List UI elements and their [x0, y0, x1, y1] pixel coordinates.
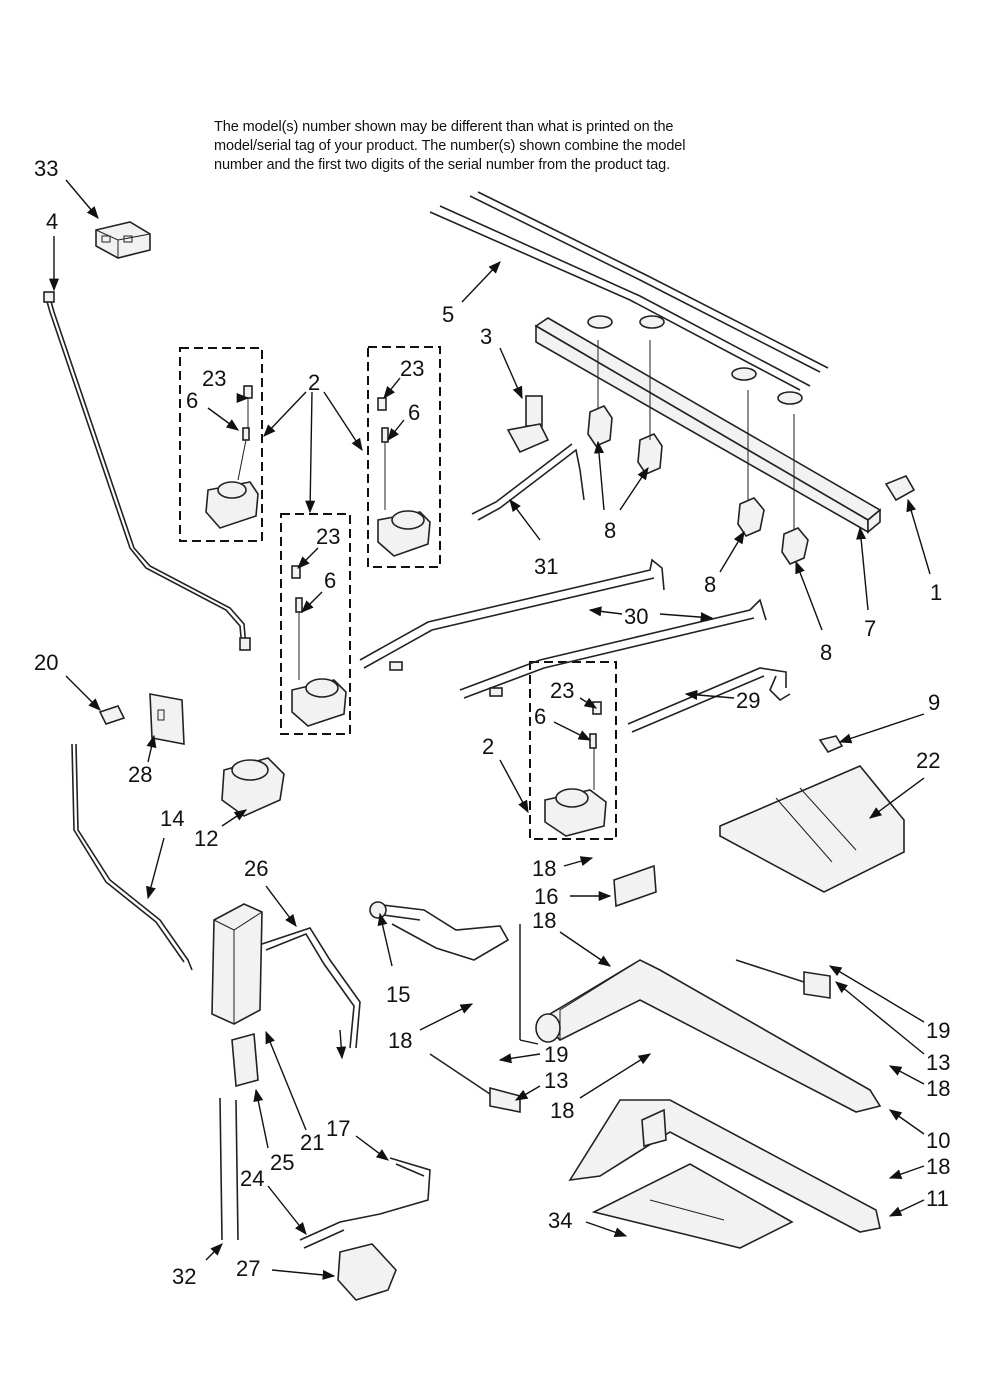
valve-assembly-right — [377, 397, 431, 557]
part-lower-burner — [568, 1099, 881, 1233]
part-main-burner — [535, 959, 882, 1113]
valve-group-left — [179, 347, 263, 542]
callout-7: 7 — [864, 616, 876, 641]
callout-34: 34 — [548, 1208, 572, 1233]
part-4-gas-tube — [43, 291, 251, 651]
callout-1: 1 — [930, 580, 942, 605]
part-29-tube — [627, 667, 787, 733]
callout-29: 29 — [736, 688, 760, 713]
part-21-valve-body — [211, 903, 263, 1025]
callout-17: 17 — [326, 1116, 350, 1141]
header-note-line-1: The model(s) number shown may be differe… — [214, 119, 674, 135]
callout-6-left: 6 — [186, 388, 198, 413]
callout-19-right: 19 — [926, 1018, 950, 1043]
part-8-fittings — [587, 340, 809, 565]
part-7-manifold — [534, 315, 882, 534]
callout-22: 22 — [916, 748, 940, 773]
header-note: The model(s) number shown may be differe… — [214, 118, 814, 175]
part-17-tube — [379, 1157, 431, 1215]
callout-16: 16 — [534, 884, 558, 909]
part-14-tube — [71, 743, 193, 971]
part-12-valve — [221, 757, 285, 817]
callout-13-left: 13 — [544, 1068, 568, 1093]
callout-2-top: 2 — [308, 370, 320, 395]
part-15-burner-tube — [373, 903, 510, 961]
callout-25: 25 — [270, 1150, 294, 1175]
callout-12: 12 — [194, 826, 218, 851]
valve-group-lower — [529, 661, 617, 840]
part-33-junction-block — [95, 221, 151, 259]
callout-18-f: 18 — [926, 1154, 950, 1179]
part-31-tube — [471, 443, 585, 521]
part-34-heat-shield — [591, 1163, 794, 1249]
callout-18-d: 18 — [926, 1076, 950, 1101]
header-note-line-2: model/serial tag of your product. The nu… — [214, 138, 686, 154]
part-3-regulator — [506, 395, 550, 454]
callout-6-right: 6 — [408, 400, 420, 425]
callout-18-a: 18 — [532, 856, 556, 881]
part-9-clip — [818, 735, 844, 753]
part-29-hook — [769, 675, 791, 702]
callout-23-lower: 23 — [550, 678, 574, 703]
callout-9: 9 — [928, 690, 940, 715]
callout-32: 32 — [172, 1264, 196, 1289]
callout-26: 26 — [244, 856, 268, 881]
valve-assembly-lower — [544, 701, 607, 837]
part-32-rod — [219, 1097, 239, 1241]
leader-lines — [48, 179, 931, 1280]
part-5-rods — [429, 191, 829, 391]
valve-assembly-center — [291, 565, 347, 727]
callout-6-lower: 6 — [534, 704, 546, 729]
valve-group-center — [280, 513, 351, 735]
callout-18-c: 18 — [388, 1028, 412, 1053]
callout-23-right: 23 — [400, 356, 424, 381]
part-25-bracket — [231, 1032, 259, 1088]
callout-14: 14 — [160, 806, 184, 831]
callout-3: 3 — [480, 324, 492, 349]
part-1-screw — [884, 474, 916, 502]
callout-23-center: 23 — [316, 524, 340, 549]
part-13-igniter-wire-left — [429, 1053, 491, 1095]
callout-19-left: 19 — [544, 1042, 568, 1067]
callout-13-right: 13 — [926, 1050, 950, 1075]
callout-24: 24 — [240, 1166, 264, 1191]
part-22-burner-shield — [719, 765, 905, 893]
callout-21: 21 — [300, 1130, 324, 1155]
callout-10: 10 — [926, 1128, 950, 1153]
part-13-igniter-wire-right — [735, 959, 805, 983]
callout-18-b: 18 — [532, 908, 556, 933]
callout-15: 15 — [386, 982, 410, 1007]
header-note-line-3: number and the first two digits of the s… — [214, 157, 671, 173]
callout-8-a: 8 — [604, 518, 616, 543]
callout-11: 11 — [926, 1186, 949, 1211]
callout-28: 28 — [128, 762, 152, 787]
part-27-bracket — [337, 1243, 397, 1301]
part-20-screw — [98, 705, 126, 725]
part-24-tube — [299, 1213, 381, 1249]
callout-4: 4 — [46, 209, 58, 234]
part-13-igniter-left — [489, 1086, 521, 1113]
valve-group-right — [367, 346, 441, 568]
part-28-bracket — [149, 693, 185, 745]
callout-18-e: 18 — [550, 1098, 574, 1123]
callout-6-center: 6 — [324, 568, 336, 593]
part-13-igniter-right — [803, 971, 831, 999]
callout-8-b: 8 — [704, 572, 716, 597]
callout-23-left: 23 — [202, 366, 226, 391]
callout-30: 30 — [624, 604, 648, 629]
callout-numbers: 33 4 5 3 23 6 2 23 6 23 6 8 31 8 1 30 7 … — [34, 156, 950, 1289]
callout-31: 31 — [534, 554, 558, 579]
callout-27: 27 — [236, 1256, 260, 1281]
callout-33: 33 — [34, 156, 58, 181]
part-30-tubes — [359, 558, 767, 699]
callout-2-lower: 2 — [482, 734, 494, 759]
callout-20: 20 — [34, 650, 58, 675]
valve-assembly-left — [205, 385, 259, 529]
part-16-plate — [613, 864, 657, 908]
callout-5: 5 — [442, 302, 454, 327]
callout-8-c: 8 — [820, 640, 832, 665]
part-26-tube — [261, 927, 361, 1049]
